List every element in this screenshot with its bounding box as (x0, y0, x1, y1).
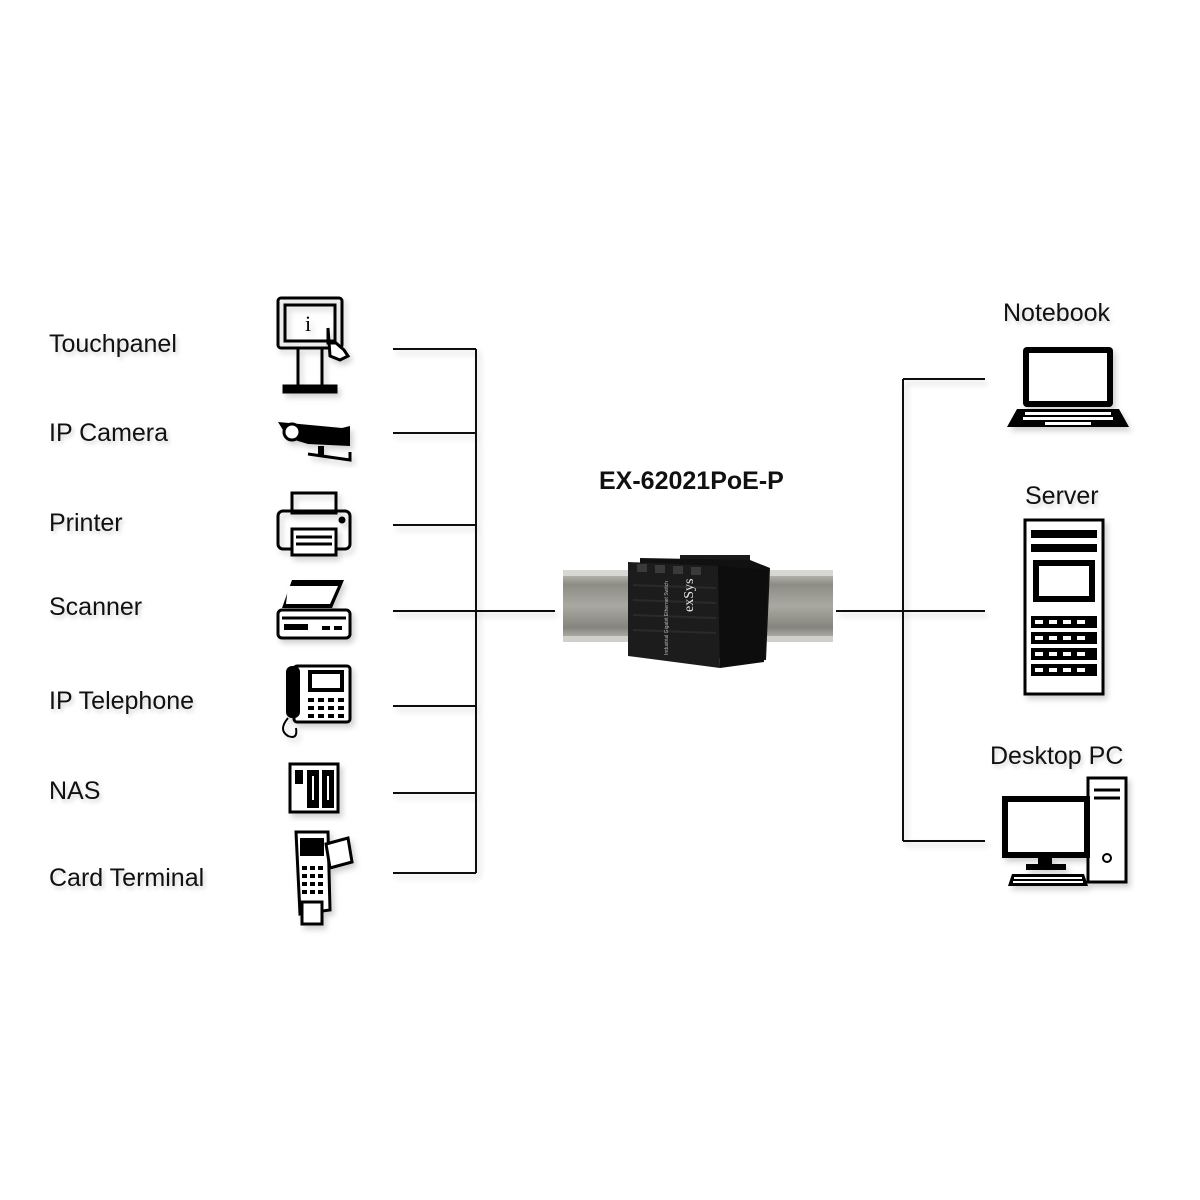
ip-camera-icon (278, 422, 352, 462)
touchpanel-kiosk-icon: i (276, 296, 351, 394)
switch-device: exSys Industrial Gigabit Ethernet Switch (628, 555, 770, 668)
notebook-icon (1007, 347, 1129, 427)
label-server: Server (1025, 482, 1099, 510)
nas-icon (288, 762, 340, 814)
label-notebook: Notebook (1003, 299, 1111, 327)
label-printer: Printer (49, 509, 123, 537)
label-desktop-pc: Desktop PC (990, 742, 1124, 770)
svg-text:i: i (305, 311, 311, 336)
label-scanner: Scanner (49, 593, 143, 621)
desktop-pc-icon (1002, 776, 1128, 886)
ip-telephone-icon (282, 664, 352, 738)
scanner-icon (276, 580, 352, 640)
printer-icon (276, 491, 352, 557)
switch-model-title: EX-62021PoE-P (599, 467, 784, 495)
connection-lines (393, 348, 985, 874)
label-nas: NAS (49, 777, 101, 805)
switch-front-text: Industrial Gigabit Ethernet Switch (664, 581, 670, 655)
label-ip-camera: IP Camera (49, 419, 169, 447)
label-touchpanel: Touchpanel (49, 330, 177, 358)
label-ip-telephone: IP Telephone (49, 687, 195, 715)
server-rack-icon (1023, 518, 1105, 696)
card-terminal-icon (294, 830, 354, 926)
label-card-terminal: Card Terminal (49, 864, 205, 892)
switch-brand-logo: exSys (682, 579, 697, 612)
